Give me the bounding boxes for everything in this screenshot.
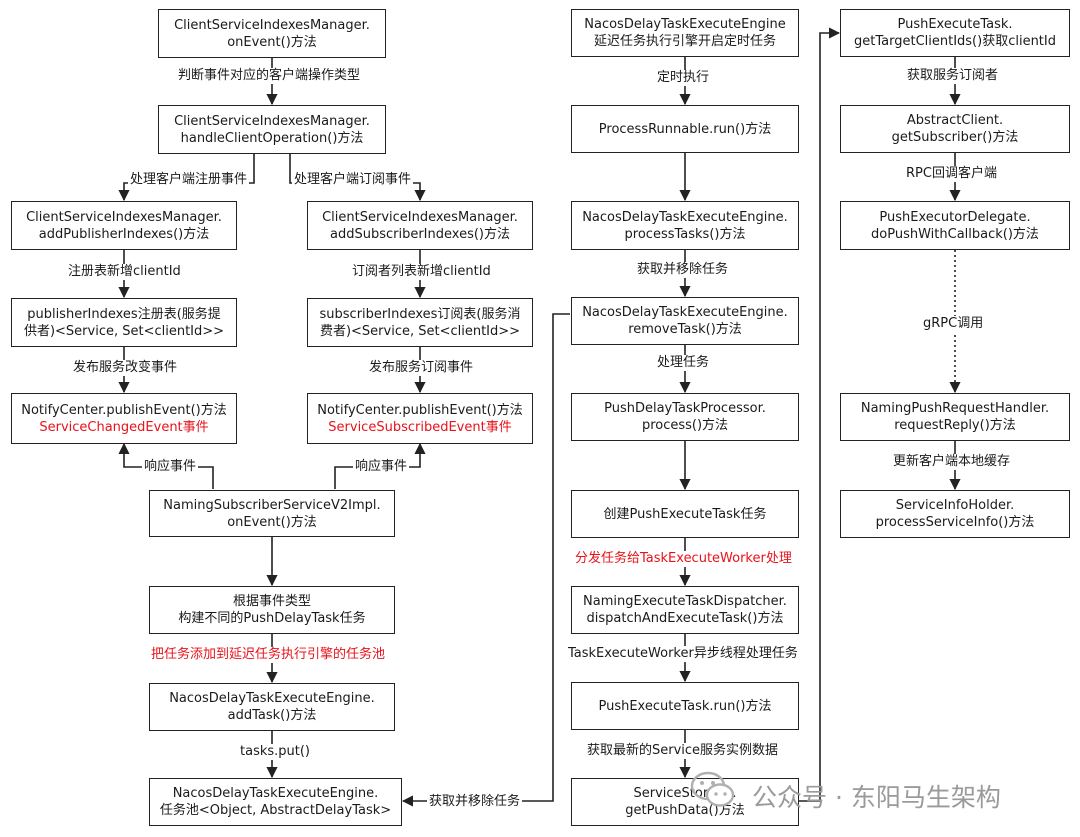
arrow-c4-b12 — [401, 313, 570, 807]
box-request-reply: NamingPushRequestHandler.requestReply()方… — [840, 393, 1070, 441]
edge-label-respond-event-left: 响应事件 — [142, 459, 199, 475]
edge-label-rpc-callback: RPC回调客户端 — [904, 166, 999, 182]
box-push-delay-processor: PushDelayTaskProcessor.process()方法 — [571, 393, 799, 441]
box-publisher-registry: publisherIndexes注册表(服务提供者)<Service, Set<… — [11, 298, 237, 347]
edge-label-get-and-remove-left: 获取并移除任务 — [427, 794, 523, 810]
box-create-push-execute-task: 创建PushExecuteTask任务 — [571, 490, 799, 538]
edge-label-update-local-cache: 更新客户端本地缓存 — [891, 454, 1013, 470]
edge-label-add-to-task-pool: 把任务添加到延迟任务执行引擎的任务池 — [149, 647, 388, 663]
edge-label-get-subscribers: 获取服务订阅者 — [905, 68, 1001, 84]
box-dispatch-and-execute: NamingExecuteTaskDispatcher.dispatchAndE… — [571, 586, 799, 634]
box-client-onevent: ClientServiceIndexesManager.onEvent()方法 — [158, 9, 386, 58]
box-handle-client-operation: ClientServiceIndexesManager.handleClient… — [158, 105, 386, 154]
edge-label-publish-changed: 发布服务改变事件 — [71, 360, 180, 376]
edge-label-add-client-id: 注册表新增clientId — [66, 264, 183, 280]
edge-label-scheduled: 定时执行 — [655, 70, 712, 86]
edge-label-grpc-call: gRPC调用 — [921, 316, 986, 332]
box-remove-task: NacosDelayTaskExecuteEngine.removeTask()… — [571, 297, 799, 345]
watermark: 公众号 · 东阳马生架构 — [752, 783, 1001, 812]
edge-label-tasks-put: tasks.put() — [238, 744, 313, 760]
edge-label-process-task: 处理任务 — [655, 355, 712, 371]
edge-label-worker-async: TaskExecuteWorker异步线程处理任务 — [566, 646, 800, 662]
box-process-tasks: NacosDelayTaskExecuteEngine.processTasks… — [571, 201, 799, 250]
edge-label-handle-subscribe: 处理客户端订阅事件 — [292, 172, 414, 188]
box-do-push-with-callback: PushExecutorDelegate.doPushWithCallback(… — [840, 201, 1070, 250]
box-push-execute-run: PushExecuteTask.run()方法 — [571, 682, 799, 730]
box-build-push-delay-task: 根据事件类型构建不同的PushDelayTask任务 — [149, 586, 395, 634]
wechat-logo-icon — [690, 771, 735, 807]
box-subscriber-registry: subscriberIndexes订阅表(服务消费者)<Service, Set… — [307, 298, 533, 347]
edge-label-dispatch-worker: 分发任务给TaskExecuteWorker处理 — [573, 551, 794, 567]
edge-label-get-and-remove: 获取并移除任务 — [635, 262, 731, 278]
box-naming-subscriber-onevent: NamingSubscriberServiceV2Impl.onEvent()方… — [149, 490, 395, 537]
box-add-subscriber-indexes: ClientServiceIndexesManager.addSubscribe… — [307, 201, 533, 250]
box-get-subscriber: AbstractClient.getSubscriber()方法 — [840, 105, 1070, 153]
edge-label-add-subscriber-client-id: 订阅者列表新增clientId — [350, 264, 493, 280]
edge-label-respond-event-right: 响应事件 — [353, 459, 410, 475]
edge-label-handle-register: 处理客户端注册事件 — [128, 172, 250, 188]
arrow-c9-d1 — [799, 27, 841, 802]
edge-label-latest-service-data: 获取最新的Service服务实例数据 — [585, 743, 781, 759]
box-add-publisher-indexes: ClientServiceIndexesManager.addPublisher… — [11, 201, 237, 250]
edge-label-publish-subscribed: 发布服务订阅事件 — [367, 360, 476, 376]
box-task-pool: NacosDelayTaskExecuteEngine.任务池<Object, … — [149, 778, 402, 826]
box-process-runnable: ProcessRunnable.run()方法 — [571, 105, 799, 153]
box-get-target-client-ids: PushExecuteTask.getTargetClientIds()获取cl… — [840, 9, 1070, 57]
box-process-service-info: ServiceInfoHolder.processServiceInfo()方法 — [840, 490, 1070, 538]
box-add-task: NacosDelayTaskExecuteEngine.addTask()方法 — [149, 683, 395, 731]
edge-label-judge-operation: 判断事件对应的客户端操作类型 — [176, 68, 363, 84]
